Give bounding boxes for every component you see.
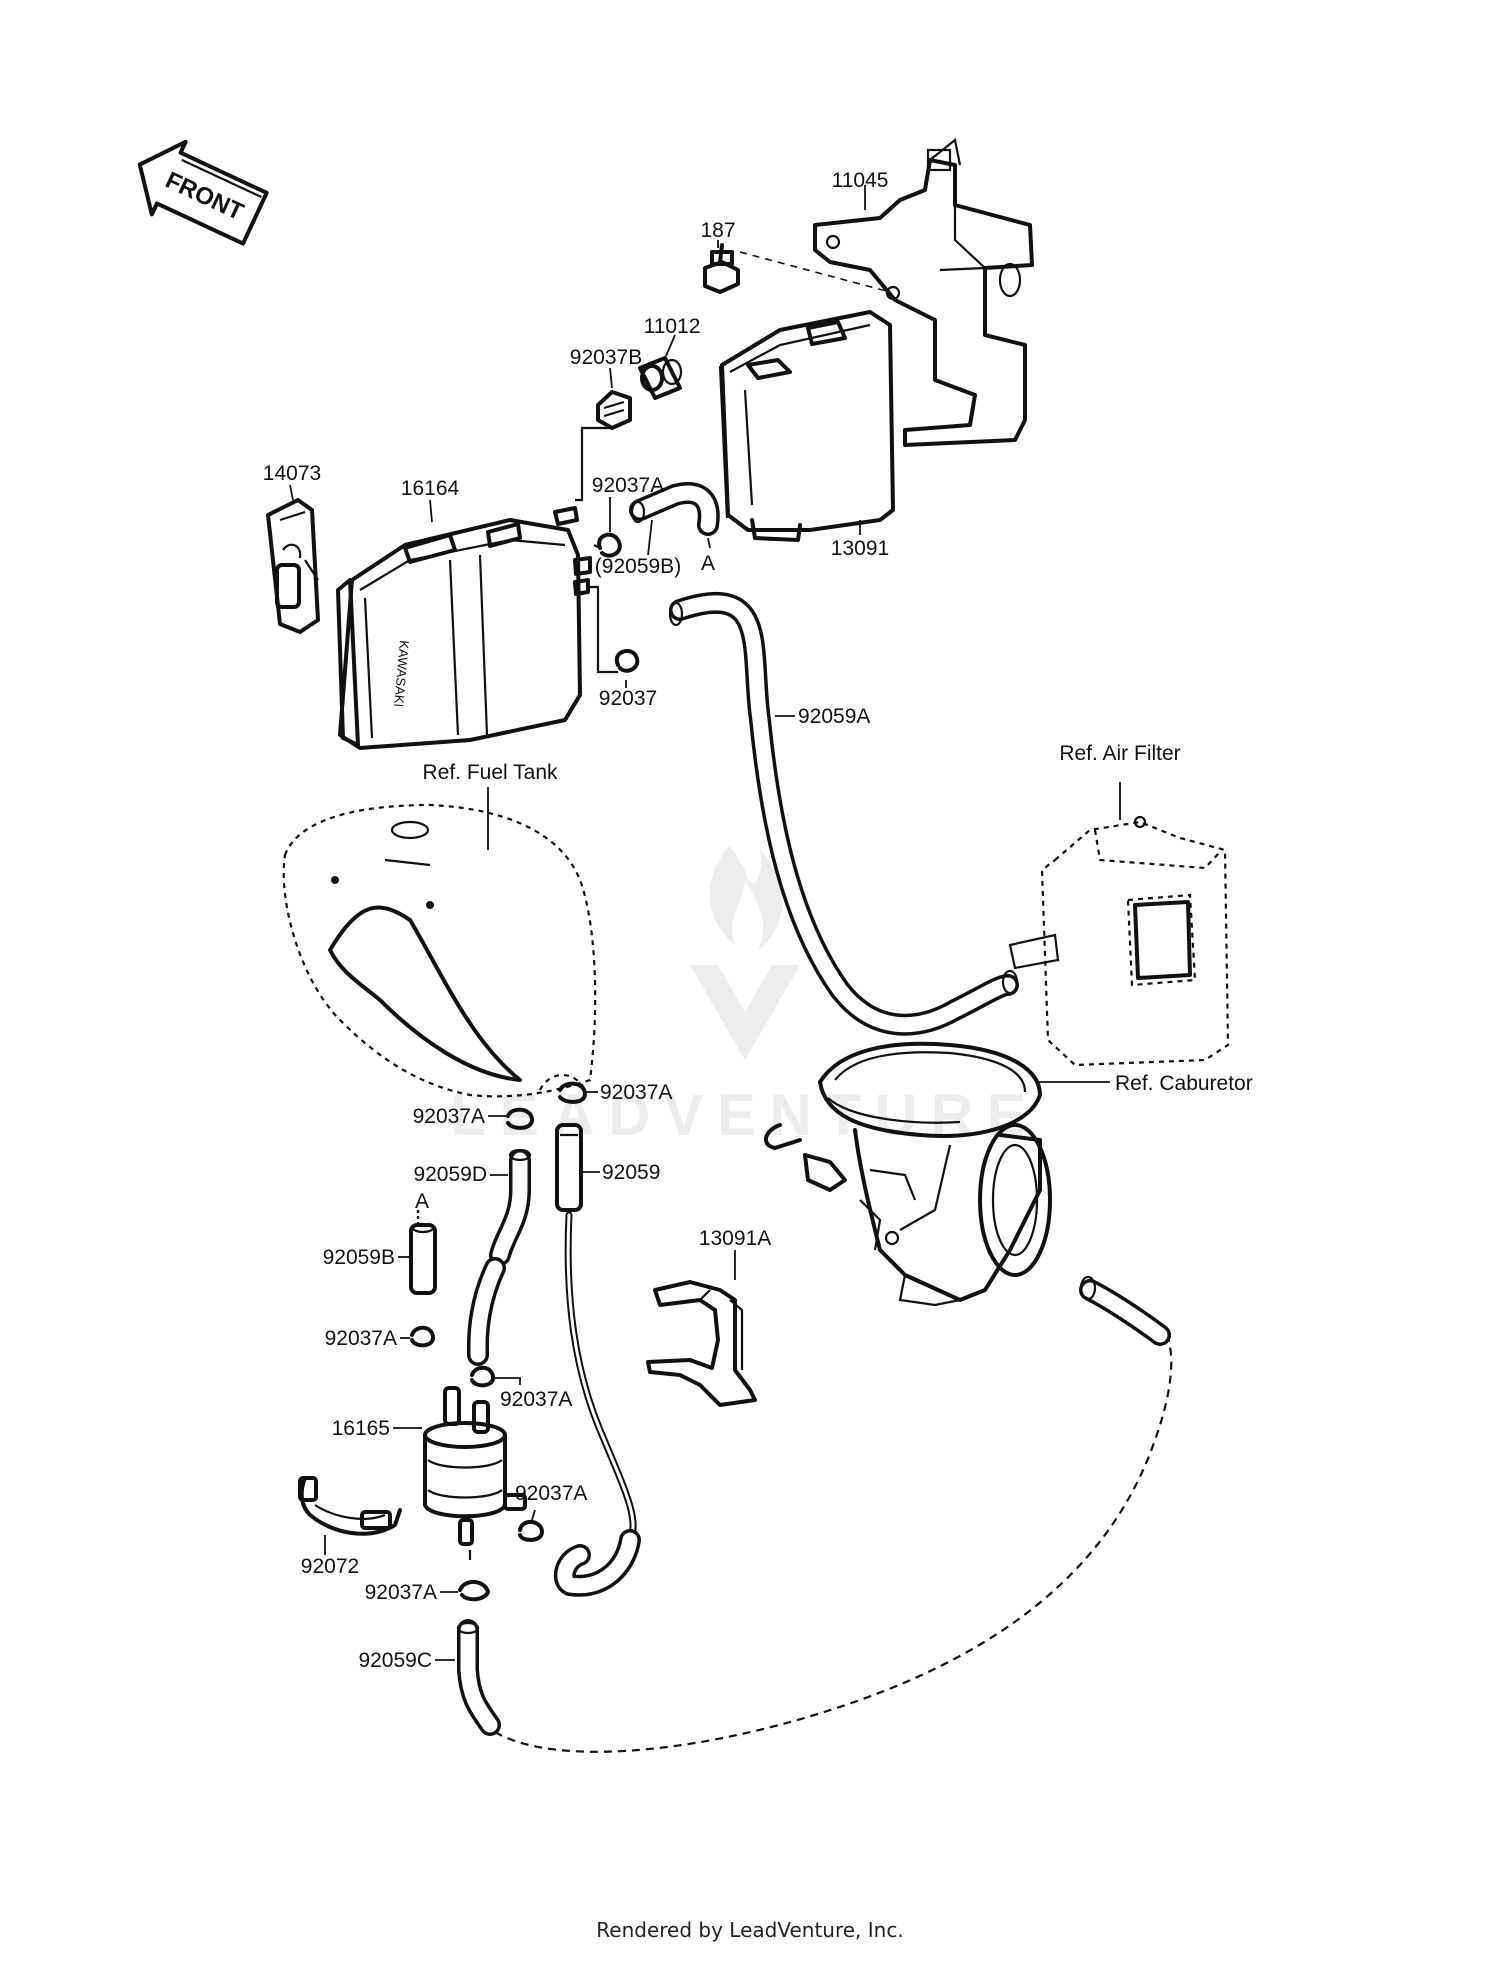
hose-92059c [456,1619,501,1736]
label-187: 187 [700,219,735,242]
hose-92059 [555,1123,583,1212]
label-92037a-top: 92037A [592,474,664,497]
svg-text:KAWASAKI: KAWASAKI [391,640,412,708]
label-92037a-2: 92037A [413,1105,485,1128]
hose-92059d [489,1148,532,1266]
clamp-92037a-2 [506,1107,534,1130]
label-92059c: 92059C [358,1649,432,1672]
label-ref-fuel-tank: Ref. Fuel Tank [422,761,558,784]
label-92037a-5: 92037A [515,1482,587,1505]
hose-carburetor-drain [1079,1275,1171,1346]
label-92059b-paren: (92059B) [595,555,681,578]
clamp-92037a-top [593,532,622,558]
label-92037a-4: 92037A [500,1388,572,1411]
hose-92059b-bottom [409,1210,437,1295]
label-ref-air-filter: Ref. Air Filter [1059,742,1180,765]
hose-92059a [668,592,1019,1036]
clamp-92037a-6 [458,1580,490,1602]
label-13091a: 13091A [699,1227,771,1250]
footer-credit: Rendered by LeadVenture, Inc. [596,1918,904,1942]
bracket-11045 [813,138,1034,447]
label-92037: 92037 [599,687,657,710]
watermark-logo: LEADVENTURE [450,845,1026,1148]
clamp-92037b [596,390,632,430]
label-13091: 13091 [831,537,889,560]
front-arrow-icon: FRONT [137,139,269,246]
bracket-14073 [266,498,320,634]
label-11012: 11012 [644,315,701,338]
canister-16164: KAWASAKI [336,506,592,750]
bracket-13091a [646,1280,757,1407]
label-92037b: 92037B [570,346,642,369]
label-92072: 92072 [301,1555,359,1578]
label-16164: 16164 [401,477,460,500]
label-92059d: 92059D [413,1163,487,1186]
label-92037a-3: 92037A [325,1327,397,1350]
label-ref-carburetor: Ref. Caburetor [1115,1072,1253,1095]
label-92037a-1: 92037A [600,1081,672,1104]
label-92059a: 92059A [798,705,870,728]
clamp-92037a-4 [470,1365,495,1388]
hose-bend-middle [467,1257,506,1366]
label-14073: 14073 [263,462,321,485]
fuel-tank-ref [282,803,597,1098]
label-16165: 16165 [332,1417,390,1440]
label-a-top: A [701,552,715,575]
air-filter-ref [1008,815,1230,1067]
hose-92059b-top [629,482,720,536]
canister-cover-13091 [718,310,895,542]
label-a-bottom: A [415,1190,429,1213]
clamp-92037a-1 [558,1081,587,1104]
label-11045: 11045 [832,169,889,192]
clamp-92037a-5 [518,1520,544,1542]
label-92037a-6: 92037A [365,1581,437,1604]
carburetor-ref [764,1041,1052,1307]
fuel-filter-16165 [423,1386,527,1560]
clamp-92037 [614,649,640,673]
fuel-line [553,1211,641,1597]
label-92059b: 92059B [323,1246,395,1269]
collar-11012 [638,356,683,400]
front-arrow-label: FRONT [161,167,248,227]
bolt-187 [703,243,740,294]
holder-92072 [298,1476,402,1536]
clamp-92037a-3 [410,1325,435,1348]
label-92059: 92059 [602,1161,660,1184]
